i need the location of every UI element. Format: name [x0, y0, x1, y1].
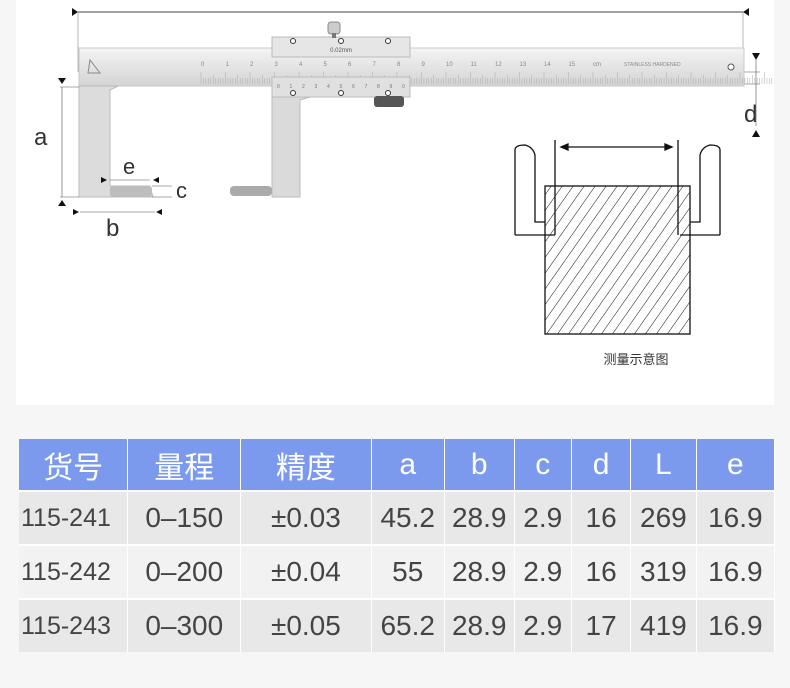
vernier-scale: 0 1 2 3 4 5 6 7 8 9 0	[277, 84, 405, 90]
scale-number: 5	[324, 62, 328, 68]
scale-number: 4	[299, 62, 303, 68]
vernier-number: 4	[327, 84, 330, 90]
scale-number: 13	[520, 62, 527, 68]
vernier-number: 5	[340, 84, 343, 90]
label-b: b	[106, 215, 119, 242]
vernier-number: 7	[365, 84, 368, 90]
table-cell: 65.2	[371, 598, 445, 652]
column-header: a	[371, 439, 445, 491]
table-cell: 0–300	[127, 598, 242, 652]
scale-number: 0	[201, 62, 205, 68]
table-cell: 115-241	[19, 490, 129, 545]
scale-number: 7	[373, 62, 377, 68]
table-cell: 319	[630, 544, 697, 599]
label-e: e	[123, 154, 135, 179]
column-header: L	[630, 439, 697, 491]
vernier-number: 1	[290, 84, 293, 90]
table-cell: 0–150	[127, 490, 242, 545]
table-cell: 2.9	[514, 544, 572, 599]
table-cell: ±0.03	[240, 490, 372, 545]
stamp: STAINLESS HARDENED	[624, 62, 681, 68]
vernier-number: 6	[352, 84, 355, 90]
column-header: b	[444, 439, 515, 491]
table-cell: 28.9	[444, 490, 515, 545]
column-header: d	[571, 439, 632, 491]
table-cell: 16.9	[696, 598, 776, 652]
table-cell: ±0.04	[240, 544, 372, 599]
table-cell: 16.9	[696, 490, 776, 545]
column-header: 量程	[127, 439, 242, 491]
table-cell: 419	[630, 598, 697, 652]
vernier-number: 0	[277, 84, 280, 90]
vernier-number: 2	[302, 84, 305, 90]
table-cell: 55	[371, 544, 445, 599]
table-cell: 16	[571, 490, 632, 545]
vernier-label: 0.02mm	[330, 48, 352, 54]
table-cell: 28.9	[444, 544, 515, 599]
table-cell: 2.9	[514, 490, 572, 545]
scale-number: cm	[593, 62, 601, 68]
scale-number: 12	[495, 62, 502, 68]
table-cell: 269	[630, 490, 697, 545]
scale-number: 10	[446, 62, 453, 68]
table-cell: 28.9	[444, 598, 515, 652]
scale-number: 9	[422, 62, 426, 68]
measurement-schematic	[514, 140, 721, 335]
column-header: c	[514, 439, 572, 491]
table-cell: 16	[571, 544, 632, 599]
table-cell: ±0.05	[240, 598, 372, 652]
table-cell: 2.9	[514, 598, 572, 652]
column-header: e	[696, 439, 776, 491]
table-cell: 115-243	[19, 598, 129, 652]
vernier-number: 9	[390, 84, 393, 90]
table-cell: 17	[571, 598, 632, 652]
column-header: 精度	[240, 439, 372, 491]
vernier-number: 8	[377, 84, 380, 90]
table-cell: 0–200	[127, 544, 242, 599]
table-cell: 115-242	[19, 544, 129, 599]
column-header: 货号	[19, 439, 129, 491]
table-cell: 45.2	[371, 490, 445, 545]
table-cell: 16.9	[696, 544, 776, 599]
schematic-caption: 测量示意图	[603, 352, 669, 367]
label-a: a	[34, 124, 48, 151]
logo-icon	[87, 58, 102, 74]
scale-number: 11	[471, 62, 478, 68]
label-d: d	[744, 101, 757, 128]
scale-number: 14	[544, 62, 551, 68]
scale-number: 1	[226, 62, 230, 68]
label-c: c	[176, 178, 187, 203]
scale-number: 15	[569, 62, 576, 68]
scale-number: 6	[348, 62, 352, 68]
scale-number: 2	[250, 62, 254, 68]
scale-number: 3	[275, 62, 279, 68]
scale-number: 8	[397, 62, 401, 68]
vernier-number: 0	[402, 84, 405, 90]
vernier-number: 3	[315, 84, 318, 90]
